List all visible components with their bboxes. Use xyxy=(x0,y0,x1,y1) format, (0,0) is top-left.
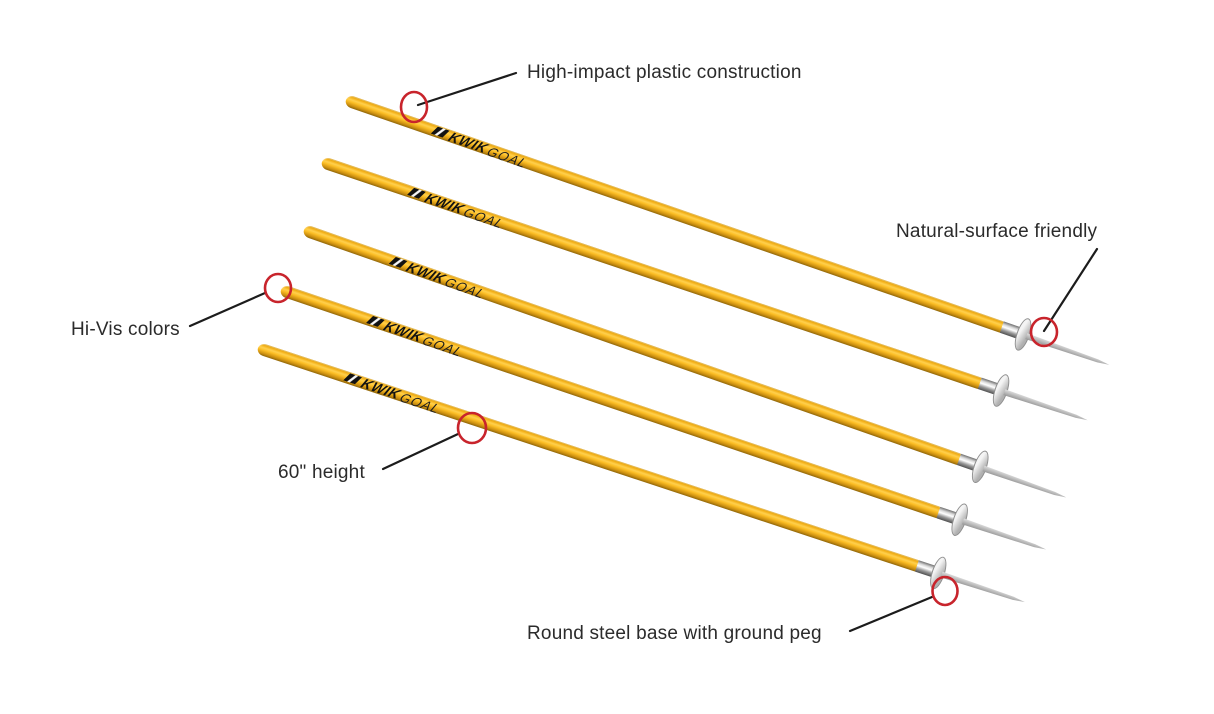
kwikgoal-flag-icon xyxy=(343,372,362,385)
round-steel-base-disc xyxy=(948,501,972,538)
callout-label-ground-peg: Round steel base with ground peg xyxy=(527,623,822,644)
logo-goal-text: GOAL xyxy=(441,274,489,302)
round-steel-base-disc xyxy=(989,372,1013,409)
logo-kwik-text: KWIK xyxy=(445,128,492,156)
callout-label-high-impact: High-impact plastic construction xyxy=(527,62,802,83)
leader-line-height xyxy=(381,432,460,471)
leader-line-ground-peg xyxy=(848,595,934,633)
logo-goal-text: GOAL xyxy=(484,144,531,171)
logo-goal-text: GOAL xyxy=(419,333,467,360)
leader-line-hi-vis xyxy=(188,291,267,328)
logo-kwik-text: KWIK xyxy=(403,258,450,286)
agility-pole: KWIK GOAL xyxy=(302,224,1072,504)
ground-peg-spike xyxy=(1003,388,1089,424)
callout-label-hi-vis: Hi-Vis colors xyxy=(71,319,180,340)
logo-kwik-text: KWIK xyxy=(381,317,427,345)
leader-line-natural-surface xyxy=(1042,247,1099,333)
logo-goal-text: GOAL xyxy=(460,204,508,232)
logo-kwik-text: KWIK xyxy=(422,189,468,217)
kwikgoal-logo: KWIK GOAL xyxy=(405,183,509,232)
agility-pole: KWIK GOAL xyxy=(256,342,1031,608)
callout-label-height: 60" height xyxy=(278,462,365,483)
ground-peg-spike xyxy=(1025,332,1111,368)
kwikgoal-logo: KWIK GOAL xyxy=(429,122,533,171)
leader-line-high-impact xyxy=(416,71,518,107)
round-steel-base-disc xyxy=(926,554,950,592)
kwikgoal-logo: KWIK GOAL xyxy=(364,312,468,360)
logo-goal-text: GOAL xyxy=(396,390,444,417)
kwikgoal-logo: KWIK GOAL xyxy=(341,369,445,417)
kwikgoal-flag-icon xyxy=(407,187,426,200)
agility-pole: KWIK GOAL xyxy=(279,284,1052,556)
kwikgoal-flag-icon xyxy=(389,256,408,269)
ground-peg-spike xyxy=(940,571,1026,606)
kwikgoal-flag-icon xyxy=(431,126,450,139)
ground-peg-spike xyxy=(982,465,1068,502)
kwikgoal-flag-icon xyxy=(366,315,385,328)
kwikgoal-logo: KWIK GOAL xyxy=(386,253,490,301)
agility-pole: KWIK GOAL xyxy=(320,156,1093,426)
callout-label-natural-surface: Natural-surface friendly xyxy=(896,221,1098,242)
ground-peg-spike xyxy=(962,518,1048,554)
logo-kwik-text: KWIK xyxy=(358,375,405,402)
